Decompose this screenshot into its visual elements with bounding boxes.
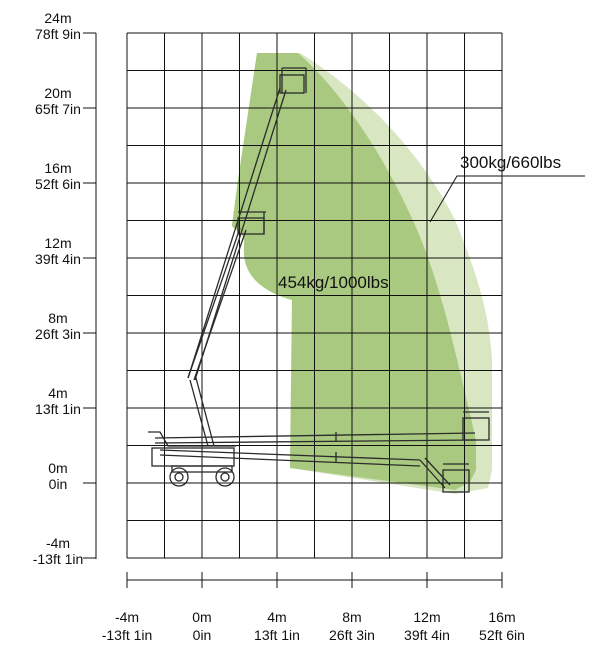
- y-axis-label-imperial: -13ft 1in: [33, 551, 84, 567]
- zone-454kg-area: [232, 53, 476, 490]
- x-axis-label-imperial: 13ft 1in: [254, 627, 300, 643]
- zone-300kg-leader: [429, 175, 585, 223]
- y-axis-label-imperial: 65ft 7in: [35, 101, 81, 117]
- y-axis-label-imperial: 52ft 6in: [35, 176, 81, 192]
- x-axis-label-metric: 16m: [488, 609, 515, 625]
- x-axis-label-metric: 0m: [192, 609, 211, 625]
- axis-ticks: [83, 32, 503, 588]
- boom-lift-icon: [148, 67, 490, 493]
- y-axis-label-imperial: 78ft 9in: [35, 26, 81, 42]
- wheel-front: [215, 467, 235, 487]
- basket-top: [279, 74, 305, 94]
- y-axis-label-imperial: 39ft 4in: [35, 251, 81, 267]
- y-axis-label-metric: 20m: [44, 85, 71, 101]
- zone-300kg-label: 300kg/660lbs: [460, 153, 561, 172]
- y-axis-label-metric: 24m: [44, 10, 71, 26]
- y-axis-label-metric: -4m: [46, 535, 70, 551]
- y-axis-label-metric: 16m: [44, 160, 71, 176]
- wheel-rear: [169, 467, 189, 487]
- x-axis-label-metric: 8m: [342, 609, 361, 625]
- x-axis-label-metric: 12m: [413, 609, 440, 625]
- x-axis-label-imperial: 26ft 3in: [329, 627, 375, 643]
- y-axis-label-imperial: 0in: [49, 476, 68, 492]
- x-axis-label-imperial: -13ft 1in: [102, 627, 153, 643]
- y-axis-label-metric: 12m: [44, 235, 71, 251]
- x-axis-label-metric: -4m: [115, 609, 139, 625]
- zone-454kg-label: 454kg/1000lbs: [278, 273, 389, 292]
- x-axis-label-imperial: 52ft 6in: [479, 627, 525, 643]
- x-axis-labels: -4m -13ft 1in 0m 0in 4m 13ft 1in 8m 26ft 3in 12m…: [102, 609, 525, 643]
- x-axis-label-metric: 4m: [267, 609, 286, 625]
- x-axis-label-imperial: 39ft 4in: [404, 627, 450, 643]
- y-axis-label-metric: 0m: [48, 460, 67, 476]
- y-axis-label-imperial: 13ft 1in: [35, 401, 81, 417]
- x-axis-label-imperial: 0in: [193, 627, 212, 643]
- y-axis-label-imperial: 26ft 3in: [35, 326, 81, 342]
- y-axis-label-metric: 8m: [48, 310, 67, 326]
- basket-right-upper: [462, 417, 490, 441]
- basket-right-lower: [442, 469, 470, 493]
- y-axis-label-metric: 4m: [48, 385, 67, 401]
- chassis-top: [148, 431, 236, 447]
